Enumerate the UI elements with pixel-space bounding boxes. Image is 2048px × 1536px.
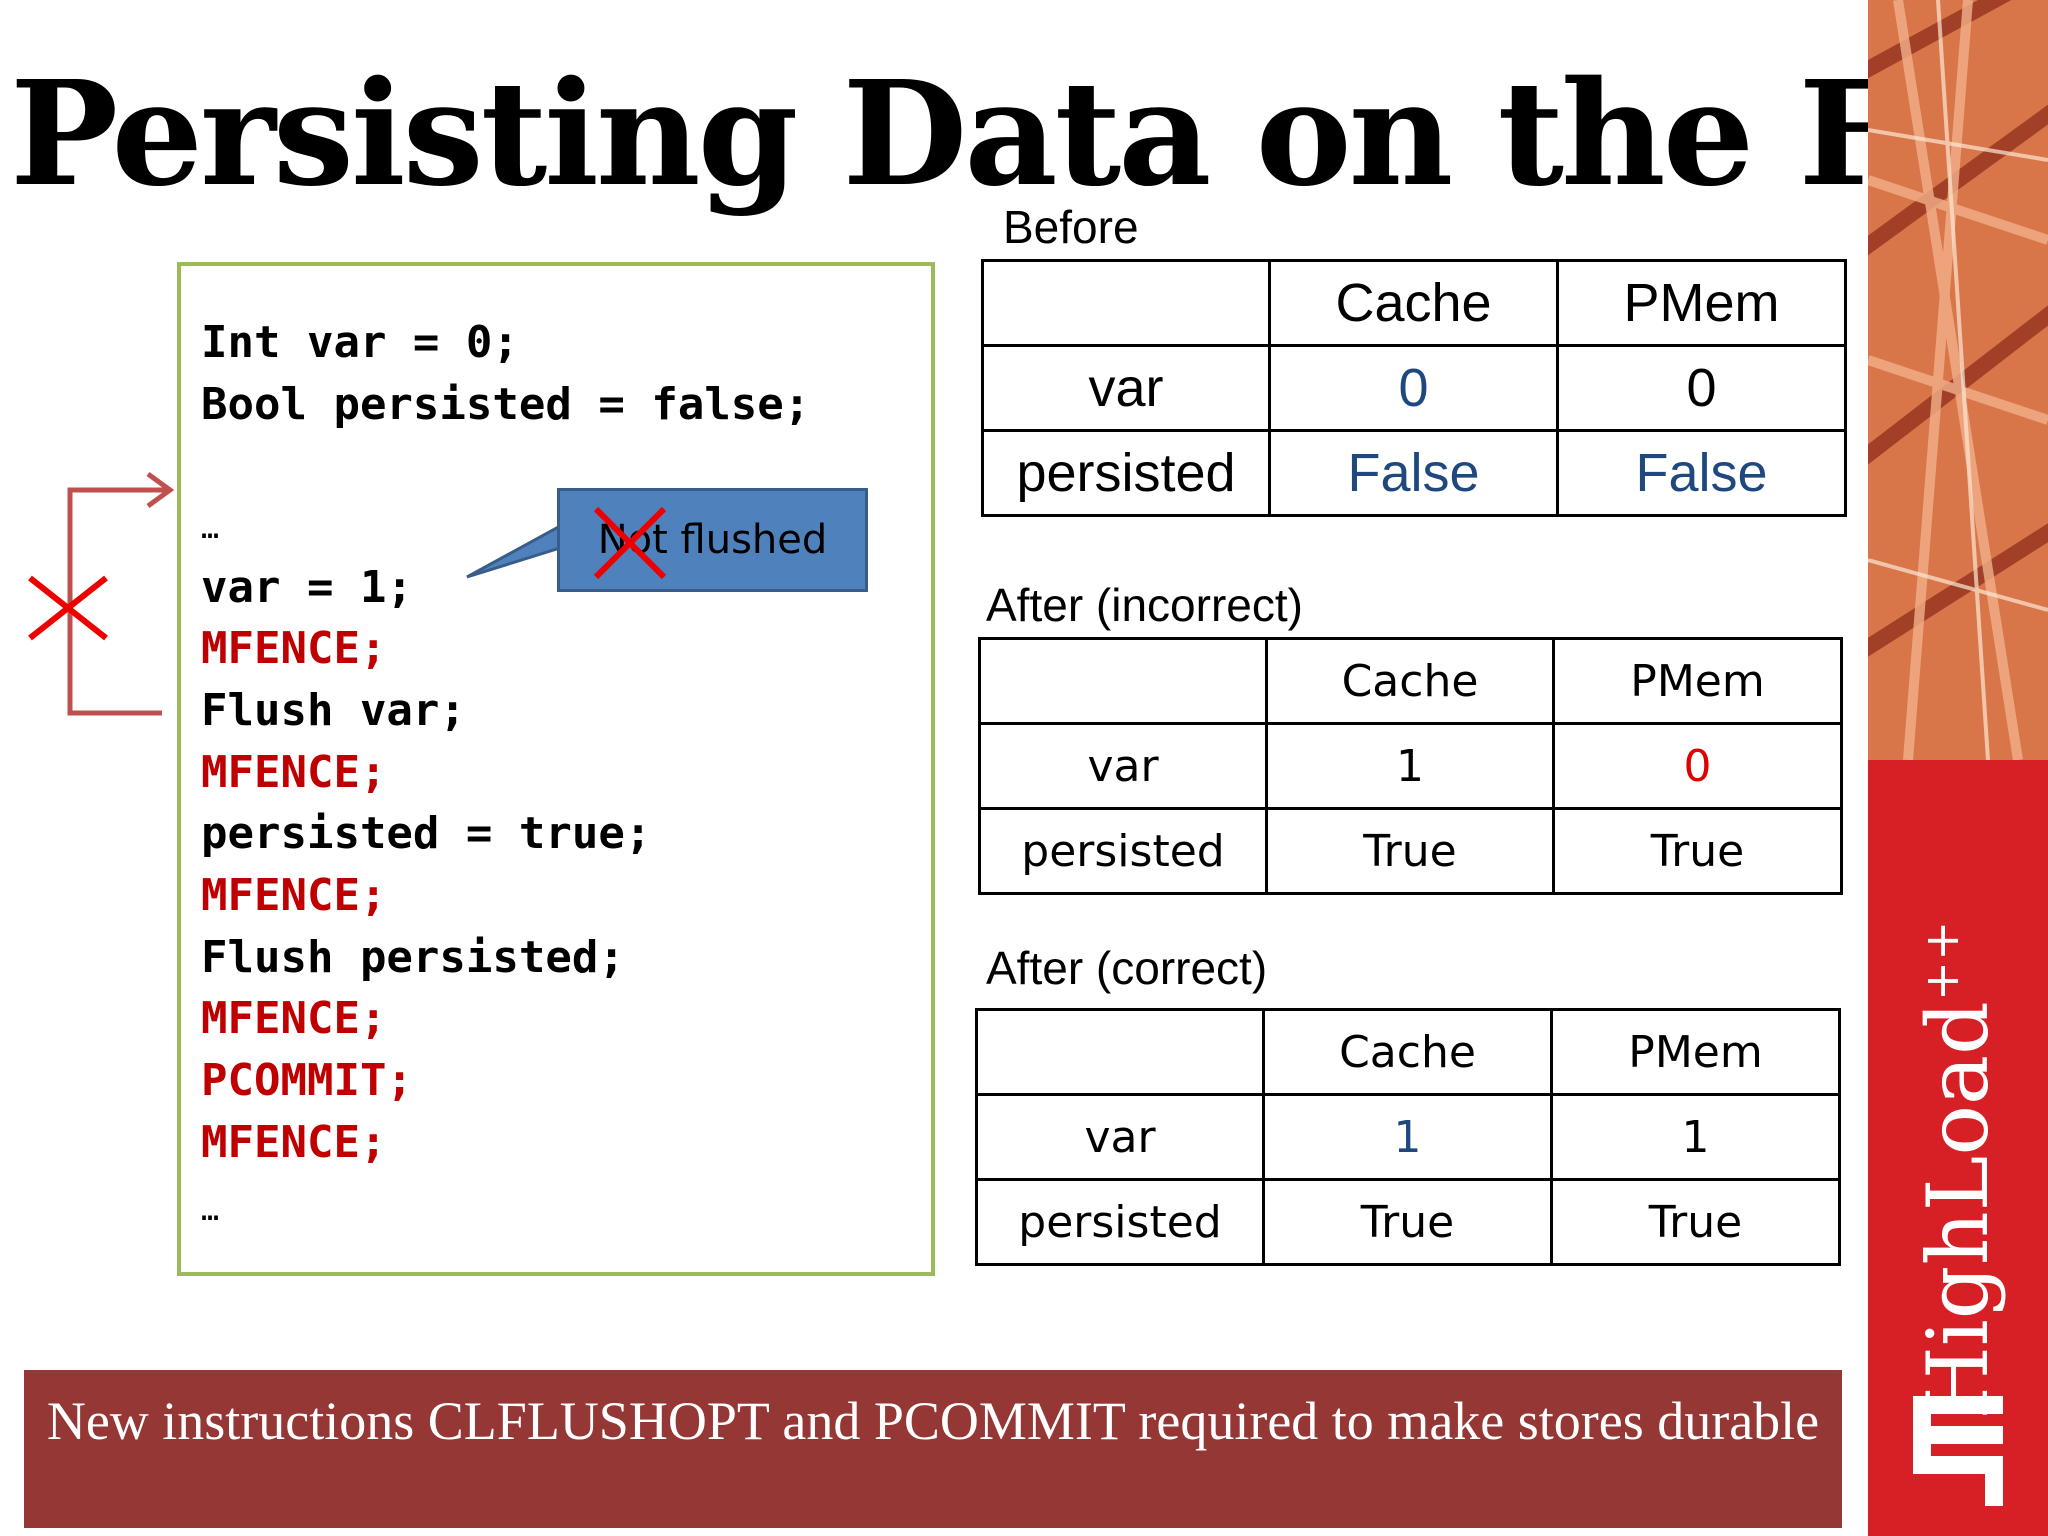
- before-caption: Before: [1003, 201, 1139, 253]
- code-line: persisted = true;: [201, 808, 652, 859]
- code-line: Flush var;: [201, 685, 466, 736]
- highload-logo: HighLoad++: [1868, 740, 2048, 1536]
- table-cell: 1: [1265, 722, 1555, 810]
- code-line: MFENCE;: [201, 993, 387, 1044]
- table-row: persisted True True: [975, 1178, 1841, 1266]
- table-row: Cache PMem: [978, 637, 1843, 725]
- table-row: Cache PMem: [981, 259, 1847, 347]
- table-cell: [978, 637, 1268, 725]
- table-cell: False: [1556, 429, 1847, 517]
- annotations: [28, 471, 564, 716]
- code-line: Flush persisted;: [201, 932, 625, 983]
- cross-icon: [593, 506, 667, 580]
- table-cell: var: [975, 1093, 1265, 1181]
- table-cell: PMem: [1556, 259, 1847, 347]
- table-cell: 0: [1556, 344, 1847, 432]
- table-row: persisted True True: [978, 807, 1843, 895]
- table-cell: [981, 259, 1271, 347]
- cross-icon: [28, 575, 108, 641]
- banner-text: New instructions CLFLUSHOPT and PCOMMIT …: [46, 1391, 1820, 1451]
- table-cell: persisted: [981, 429, 1271, 517]
- logo-text: HighLoad++: [1909, 921, 2007, 1420]
- conclusion-banner: New instructions CLFLUSHOPT and PCOMMIT …: [24, 1370, 1842, 1528]
- table-cell: PMem: [1550, 1008, 1841, 1096]
- loop-arrow-icon: [67, 471, 175, 716]
- table-row: persisted False False: [981, 429, 1847, 517]
- table-cell: var: [978, 722, 1268, 810]
- after-incorrect-caption: After (incorrect): [986, 579, 1303, 631]
- table-cell: persisted: [975, 1178, 1265, 1266]
- table-row: var 1 1: [975, 1093, 1841, 1181]
- code-line: …: [201, 511, 220, 546]
- code-line: …: [201, 1193, 220, 1228]
- table-cell: Cache: [1262, 1008, 1553, 1096]
- table-cell: Cache: [1265, 637, 1555, 725]
- code-listing: Int var = 0; Bool persisted = false; … v…: [177, 262, 935, 1276]
- table-cell: True: [1262, 1178, 1553, 1266]
- after-incorrect-table: Cache PMem var 1 0 persisted True True: [978, 637, 1843, 895]
- code-line: var = 1;: [201, 562, 413, 613]
- code-line: Bool persisted = false;: [201, 379, 811, 430]
- after-correct-table: Cache PMem var 1 1 persisted True True: [975, 1008, 1841, 1266]
- table-cell: 0: [1552, 722, 1843, 810]
- logo-mark-icon: [1913, 1396, 2003, 1506]
- table-cell: persisted: [978, 807, 1268, 895]
- table-cell: False: [1268, 429, 1559, 517]
- code-line: PCOMMIT;: [201, 1055, 413, 1106]
- table-cell: PMem: [1552, 637, 1843, 725]
- slide-title: Persisting Data on the Fly: [10, 49, 2033, 218]
- code-line: Int var = 0;: [201, 317, 519, 368]
- code-line: MFENCE;: [201, 1117, 387, 1168]
- callout-pointer: [466, 522, 564, 579]
- table-cell: 0: [1268, 344, 1559, 432]
- table-cell: 1: [1262, 1093, 1553, 1181]
- table-cell: True: [1550, 1178, 1841, 1266]
- table-cell: [975, 1008, 1265, 1096]
- table-cell: True: [1265, 807, 1555, 895]
- table-cell: 1: [1550, 1093, 1841, 1181]
- table-cell: True: [1552, 807, 1843, 895]
- table-row: var 0 0: [981, 344, 1847, 432]
- table-cell: var: [981, 344, 1271, 432]
- after-correct-caption: After (correct): [986, 942, 1268, 994]
- table-row: Cache PMem: [975, 1008, 1841, 1096]
- table-cell: Cache: [1268, 259, 1559, 347]
- logo-wordmark: HighLoad: [1909, 1001, 2007, 1420]
- logo-superscript: ++: [1914, 920, 1970, 1002]
- code-line: MFENCE;: [201, 747, 387, 798]
- not-flushed-callout: Not flushed: [557, 488, 868, 592]
- code-line: MFENCE;: [201, 623, 387, 674]
- table-row: var 1 0: [978, 722, 1843, 810]
- before-table: Cache PMem var 0 0 persisted False False: [981, 259, 1847, 517]
- code-line: MFENCE;: [201, 870, 387, 921]
